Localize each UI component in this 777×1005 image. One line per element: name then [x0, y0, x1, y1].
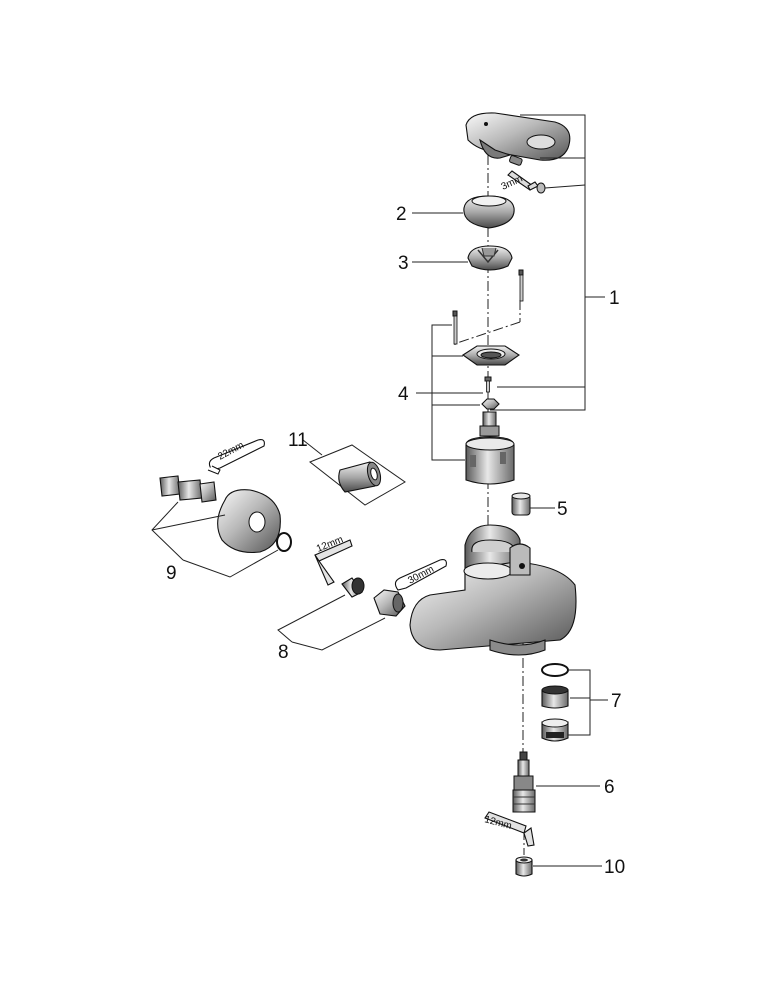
part-extension: [309, 444, 406, 506]
part-aerator: [541, 663, 569, 742]
callout-9: 9: [166, 563, 177, 584]
spanner-30mm: [394, 559, 447, 591]
callout-5: 5: [557, 499, 568, 520]
part-cover-cap: [463, 195, 515, 229]
part-adapter: [467, 245, 513, 271]
spanner-30mm-label: 30mm: [406, 564, 436, 587]
hex-key-3mm-label: 3mm: [500, 173, 525, 192]
callout-8: 8: [278, 642, 289, 663]
callout-7: 7: [611, 691, 622, 712]
part-mixer-body: [409, 524, 577, 656]
part-plug: [511, 492, 531, 516]
callout-6: 6: [604, 777, 615, 798]
leader-lines: [151, 114, 608, 867]
part-diverter-cartridge: [512, 751, 536, 813]
callout-labels: 1 2 3 4 5 6 7 8 9 10 11: [166, 204, 625, 878]
callout-1: 1: [609, 288, 620, 309]
part-connector-nut: [341, 577, 406, 617]
callout-3: 3: [398, 253, 409, 274]
hex-key-12mm-lower-label: 12mm: [483, 814, 513, 832]
spanner-22mm: [207, 439, 265, 475]
part-nut: [515, 856, 533, 877]
part-union-rosette: [159, 475, 292, 554]
callout-4: 4: [398, 384, 409, 405]
part-lever-handle: [465, 112, 571, 194]
callout-2: 2: [396, 204, 407, 225]
callout-11: 11: [288, 430, 308, 451]
callout-10: 10: [604, 857, 625, 878]
part-cartridge-set: [452, 269, 524, 485]
hex-key-12mm-upper: [314, 539, 353, 586]
hex-key-12mm-lower: [484, 811, 535, 847]
